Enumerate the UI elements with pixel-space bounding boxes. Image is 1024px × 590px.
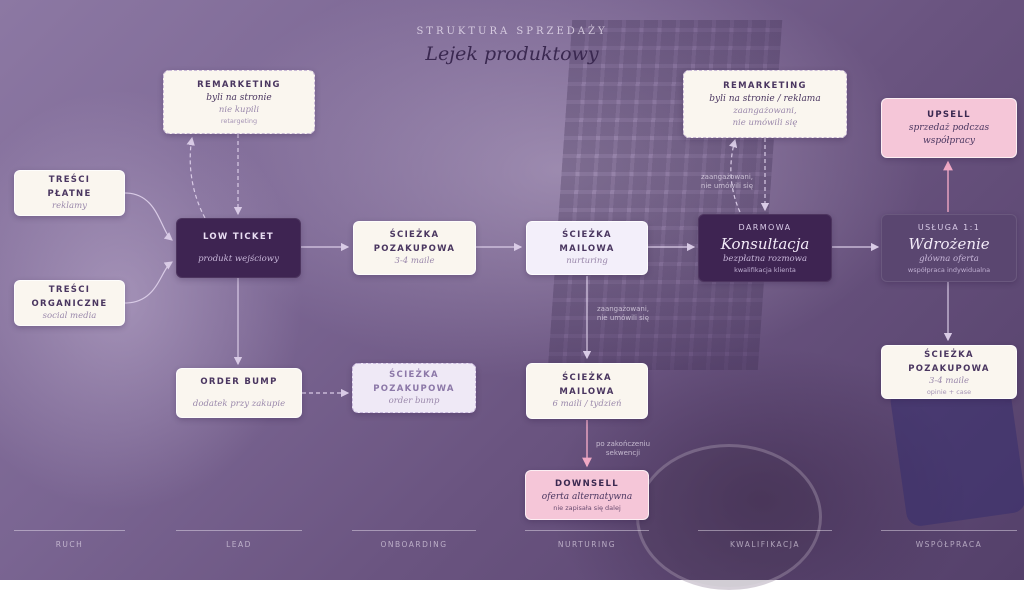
node-subtitle: 6 maili / tydzień <box>552 399 622 410</box>
node-mail-path-2: ŚCIEŻKA MAILOWA 6 maili / tydzień <box>526 363 648 419</box>
node-line: nie umówili się <box>732 117 798 128</box>
node-title: DOWNSELL <box>555 479 619 490</box>
stage-traffic: RUCH <box>14 530 125 560</box>
stage-qualification: KWALIFIKACJA <box>698 530 832 560</box>
node-line: byli na stronie / reklama <box>709 93 821 104</box>
node-heading: Wdrożenie <box>908 234 990 253</box>
annotation-not-booked: zaangażowani,nie umówili się <box>596 305 650 323</box>
node-title: REMARKETING <box>197 80 281 91</box>
node-subtitle: 3-4 maile <box>394 256 435 267</box>
node-title: LOW TICKET <box>202 232 275 243</box>
node-line: nie kupili <box>218 105 260 116</box>
node-subtitle: bezpłatna rozmowa <box>722 253 808 264</box>
node-note: kwalifikacja klienta <box>734 265 796 274</box>
diagram-title: Lejek produktowy <box>425 43 599 65</box>
node-downsell: DOWNSELL oferta alternatywna nie zapisał… <box>525 470 649 520</box>
node-subtitle: order bump <box>388 396 440 407</box>
node-note: opinie + case <box>926 387 972 396</box>
node-title: ORDER BUMP <box>200 377 278 388</box>
node-subtitle: dodatek przy zakupie <box>192 399 286 410</box>
node-upsell: UPSELL sprzedaż podczas współpracy <box>881 98 1017 158</box>
stage-nurturing: NURTURING <box>525 530 649 560</box>
node-mail-path-1: ŚCIEŻKA MAILOWA nurturing <box>526 221 648 275</box>
node-subtitle: produkt wejściowy <box>198 254 279 265</box>
node-title: REMARKETING <box>723 80 807 91</box>
node-title: TREŚCI <box>48 175 91 186</box>
node-heading: Konsultacja <box>720 234 810 253</box>
stage-onboarding: ONBOARDING <box>352 530 476 560</box>
node-subtitle: reklamy <box>52 201 87 212</box>
node-remarketing-1: REMARKETING byli na stronie nie kupili r… <box>163 70 315 134</box>
diagram-subtitle: STRUKTURA SPRZEDAŻY <box>416 26 608 37</box>
node-order-bump: ORDER BUMP dodatek przy zakupie <box>176 368 302 418</box>
annotation-not-booked-2: zaangażowani,nie umówili się <box>700 173 754 191</box>
node-post-purchase-path-2: ŚCIEŻKA POZAKUPOWA order bump <box>352 363 476 413</box>
node-title: ŚCIEŻKA <box>562 373 612 384</box>
node-title: MAILOWA <box>559 387 615 398</box>
stage-cooperation: WSPÓŁPRACA <box>881 530 1017 560</box>
node-subtitle: 3-4 maile <box>929 375 969 386</box>
node-title: ORGANICZNE <box>31 299 108 310</box>
node-subtitle: główna oferta <box>919 253 979 264</box>
node-title: ŚCIEŻKA <box>389 370 439 381</box>
node-title: TREŚCI <box>48 285 91 296</box>
node-line: oferta alternatywna <box>541 492 633 503</box>
node-title: POZAKUPOWA <box>373 384 455 395</box>
link-lowticket-remarketing <box>186 136 206 219</box>
node-title: POZAKUPOWA <box>373 244 456 255</box>
stage-lead: LEAD <box>176 530 302 560</box>
node-line: zaangażowani, <box>733 105 797 116</box>
node-paid-content: TREŚCI PŁATNE reklamy <box>14 170 125 216</box>
link-paid-lowticket <box>124 192 173 241</box>
node-subtitle: social media <box>42 311 97 322</box>
node-line: współpracy <box>923 136 975 146</box>
node-title: ŚCIEŻKA <box>389 230 440 241</box>
link-organic-lowticket <box>124 261 173 304</box>
node-line: byli na stronie <box>206 93 272 104</box>
node-remarketing-2: REMARKETING byli na stronie / reklama za… <box>683 70 847 138</box>
node-note: nie zapisała się dalej <box>553 504 621 513</box>
node-title: POZAKUPOWA <box>908 363 990 374</box>
node-title: UPSELL <box>927 109 971 120</box>
node-title: MAILOWA <box>559 244 615 255</box>
node-note: współpraca indywidualna <box>907 265 991 274</box>
link-consult-remarketing <box>729 138 741 213</box>
node-title: ŚCIEŻKA <box>562 230 612 241</box>
node-title: PŁATNE <box>47 189 92 200</box>
node-note: retargeting <box>220 117 258 126</box>
node-free-consultation: DARMOWA Konsultacja bezpłatna rozmowa kw… <box>698 214 832 282</box>
node-post-purchase-path-3: ŚCIEŻKA POZAKUPOWA 3-4 maile opinie + ca… <box>881 345 1017 399</box>
node-title: ŚCIEŻKA <box>924 349 974 360</box>
node-subtitle: nurturing <box>566 256 608 267</box>
node-implementation-service: USŁUGA 1:1 Wdrożenie główna oferta współ… <box>881 214 1017 282</box>
node-low-ticket: LOW TICKET produkt wejściowy <box>176 218 301 278</box>
node-label: DARMOWA <box>738 222 792 232</box>
node-label: USŁUGA 1:1 <box>917 222 981 232</box>
node-post-purchase-path-1: ŚCIEŻKA POZAKUPOWA 3-4 maile <box>353 221 476 275</box>
node-line: sprzedaż podczas <box>908 122 990 133</box>
background-cup <box>636 444 822 590</box>
node-organic-content: TREŚCI ORGANICZNE social media <box>14 280 125 326</box>
